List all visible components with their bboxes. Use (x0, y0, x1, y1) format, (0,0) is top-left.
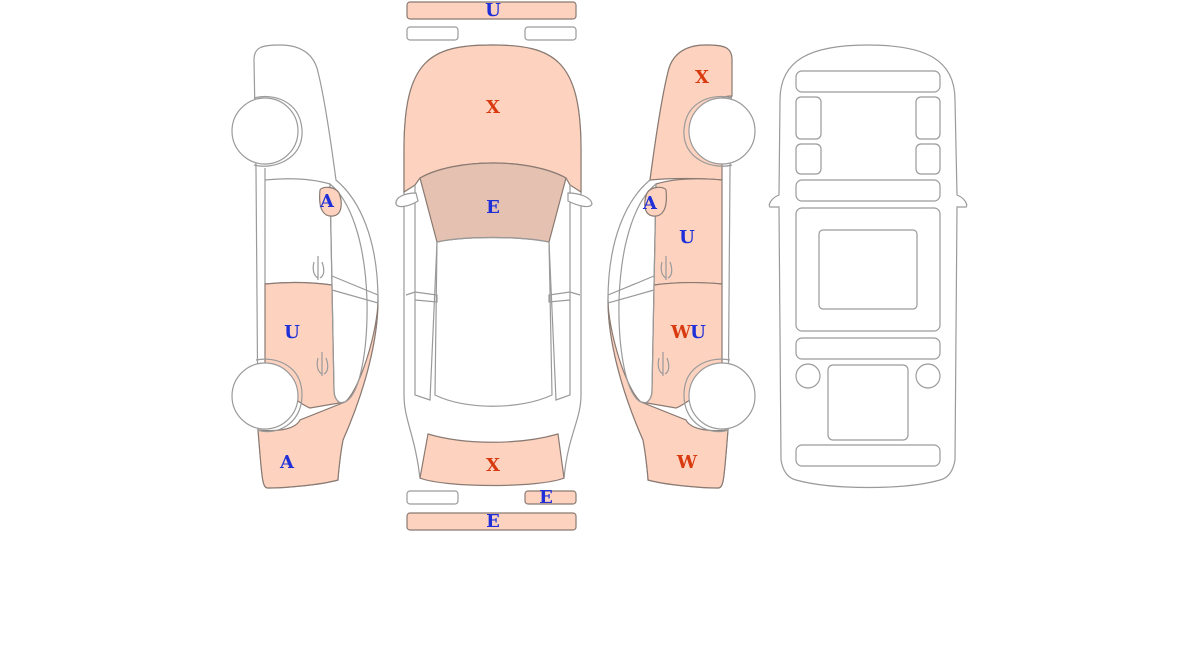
right-rear-quarter-code: W (676, 452, 698, 473)
underbody-right-circle (915, 363, 941, 389)
underbody-right-box-1 (915, 96, 941, 140)
underbody-left-box-2 (795, 143, 822, 175)
left-door-handle-line (405, 291, 438, 303)
right-rear-wheel (688, 362, 756, 430)
underbody-rear-bar-1 (795, 337, 941, 360)
windshield-code: E (486, 197, 500, 218)
left-side-strip (414, 185, 438, 401)
right-rear-door-code-2: U (690, 322, 706, 343)
underbody-left-box-1 (795, 96, 822, 140)
left-rear-door-code: U (284, 322, 300, 343)
rear-left-light[interactable] (406, 490, 459, 505)
left-rear-handle (316, 352, 329, 376)
right-front-handle (660, 256, 673, 280)
trunk-panel[interactable] (419, 433, 565, 487)
underbody-mid-bar (795, 179, 941, 202)
front-bumper-panel[interactable] (406, 1, 577, 20)
right-rear-door-code-1: W (670, 322, 692, 343)
right-rear-handle (657, 352, 670, 376)
right-door-handle-line (548, 291, 581, 303)
left-mirror-panel[interactable] (319, 186, 342, 217)
right-side-view: X A U W U W (607, 44, 756, 489)
rear-right-light[interactable] (524, 490, 577, 505)
right-front-door-code: U (679, 227, 695, 248)
underbody-view (768, 44, 968, 489)
right-window-frame (618, 182, 657, 404)
right-mirror[interactable] (567, 192, 593, 208)
front-left-light[interactable] (406, 26, 459, 41)
left-side-view: A U A (231, 44, 379, 489)
underbody-front-bar (795, 70, 941, 93)
right-pillar (607, 275, 655, 304)
left-front-arch (253, 95, 303, 167)
trunk-code: X (486, 455, 500, 476)
right-mirror-panel[interactable] (644, 186, 667, 217)
left-pillar (331, 275, 379, 304)
underbody-inner-panel (818, 229, 918, 310)
front-right-light[interactable] (524, 26, 577, 41)
rear-right-light-code: E (539, 487, 553, 508)
underbody-tank (827, 364, 909, 441)
left-rear-arch (255, 358, 303, 433)
left-rear-wheel (231, 362, 299, 430)
right-front-arch (683, 95, 733, 167)
top-view: U X E X E E (395, 0, 593, 532)
left-mirror-code: A (319, 191, 335, 212)
underbody-left-circle (795, 363, 821, 389)
left-mirror[interactable] (395, 192, 419, 208)
left-window-frame (329, 182, 368, 404)
left-front-handle (312, 256, 325, 280)
right-side-strip (548, 185, 571, 401)
rear-bumper-panel[interactable] (406, 512, 577, 531)
underbody-outline (768, 44, 968, 489)
underbody-right-box-2 (915, 143, 941, 175)
hood-code: X (486, 97, 500, 118)
front-bumper-code: U (485, 0, 501, 21)
rear-bumper-code: E (486, 511, 500, 532)
right-front-fender-code: X (695, 67, 709, 88)
left-front-wheel (231, 97, 299, 165)
left-rear-quarter-code: A (279, 452, 295, 473)
underbody-rear-bar-2 (795, 444, 941, 467)
underbody-center-panel (795, 207, 941, 332)
right-mirror-code: A (642, 193, 658, 214)
right-rear-arch (683, 358, 731, 433)
right-front-wheel (688, 97, 756, 165)
roof-outline (434, 236, 553, 407)
